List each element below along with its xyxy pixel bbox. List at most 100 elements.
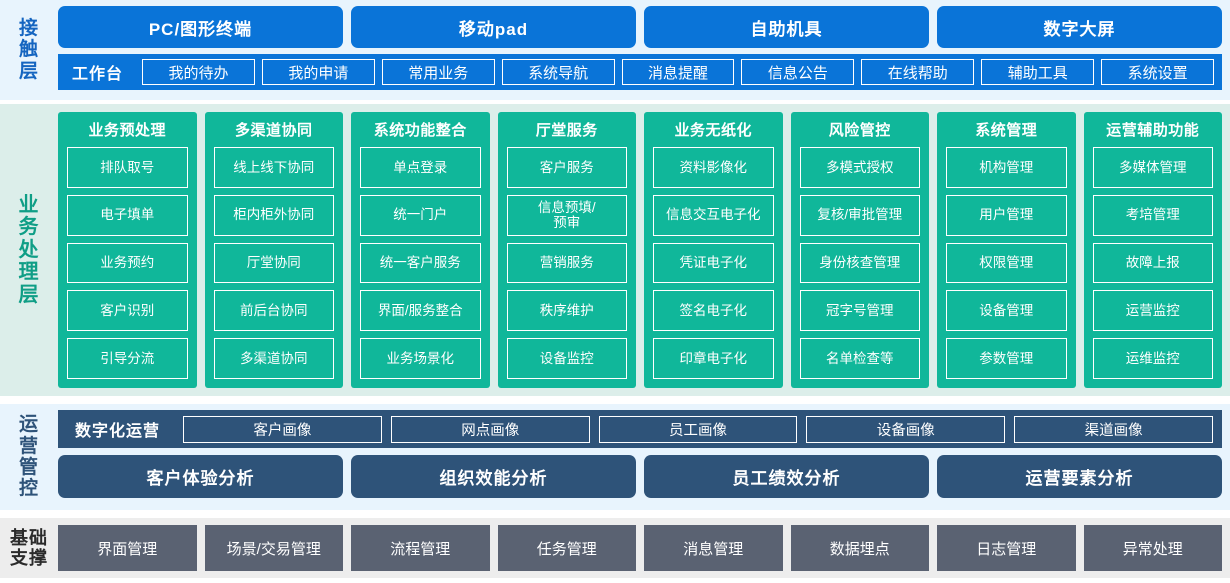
- business-item-identity-verification[interactable]: 身份核查管理: [799, 242, 920, 284]
- operations-layer-body: 数字化运营 客户画像 网点画像 员工画像 设备画像 渠道画像 客户体验分析 组织…: [58, 410, 1222, 504]
- analysis-customer-experience[interactable]: 客户体验分析: [58, 455, 343, 498]
- business-item-guide-diversion[interactable]: 引导分流: [67, 338, 188, 379]
- portrait-channel[interactable]: 渠道画像: [1014, 415, 1213, 443]
- analysis-organizational-efficiency[interactable]: 组织效能分析: [351, 455, 636, 498]
- workbench-item-auxiliary-tools[interactable]: 辅助工具: [981, 59, 1095, 85]
- foundation-item-scenario-transaction-management[interactable]: 场景/交易管理: [204, 525, 343, 571]
- workbench-item-system-navigation[interactable]: 系统导航: [501, 59, 615, 85]
- business-column-system-integration: 系统功能整合 单点登录 统一门户 统一客户服务 界面/服务整合 业务场景化: [351, 112, 490, 388]
- business-column-title: 业务无纸化: [674, 122, 752, 139]
- portrait-customer[interactable]: 客户画像: [183, 415, 382, 443]
- business-item-permission-management[interactable]: 权限管理: [946, 242, 1067, 284]
- business-item-online-offline-sync[interactable]: 线上线下协同: [213, 147, 334, 188]
- business-column-title: 多渠道协同: [234, 122, 313, 139]
- business-item-business-scenario[interactable]: 业务场景化: [360, 338, 481, 379]
- business-column-title: 系统管理: [975, 122, 1038, 139]
- business-item-e-form[interactable]: 电子填单: [67, 194, 188, 236]
- business-item-unified-customer-service[interactable]: 统一客户服务: [360, 242, 481, 284]
- business-item-appointment[interactable]: 业务预约: [67, 242, 188, 284]
- business-item-operation-monitoring[interactable]: 运营监控: [1092, 290, 1213, 332]
- operations-layer-label: 运营管控: [0, 410, 58, 504]
- business-item-lobby-sync[interactable]: 厅堂协同: [213, 242, 334, 284]
- business-item-list: 单点登录 统一门户 统一客户服务 界面/服务整合 业务场景化: [360, 147, 481, 379]
- business-column-risk-control: 风险管控 多模式授权 复核/审批管理 身份核查管理 冠字号管理 名单检查等: [790, 112, 929, 388]
- contact-layer-body: PC/图形终端 移动pad 自助机具 数字大屏 工作台 我的待办 我的申请 常用…: [58, 6, 1222, 94]
- operations-layer-band: 运营管控 数字化运营 客户画像 网点画像 员工画像 设备画像 渠道画像 客户体验…: [0, 404, 1230, 510]
- workbench-item-message-reminder[interactable]: 消息提醒: [621, 59, 735, 85]
- business-item-device-management[interactable]: 设备管理: [946, 290, 1067, 332]
- business-item-info-exchange-electronic[interactable]: 信息交互电子化: [653, 194, 774, 236]
- workbench-item-online-help[interactable]: 在线帮助: [861, 59, 975, 85]
- foundation-item-message-management[interactable]: 消息管理: [644, 525, 783, 571]
- business-item-parameter-management[interactable]: 参数管理: [946, 338, 1067, 379]
- business-item-list: 资料影像化 信息交互电子化 凭证电子化 签名电子化 印章电子化: [653, 147, 774, 379]
- business-item-single-sign-on[interactable]: 单点登录: [360, 147, 481, 188]
- business-item-list: 机构管理 用户管理 权限管理 设备管理 参数管理: [946, 147, 1067, 379]
- business-item-order-maintenance[interactable]: 秩序维护: [506, 290, 627, 332]
- business-column-title: 风险管控: [828, 122, 891, 139]
- business-item-document-imaging[interactable]: 资料影像化: [653, 147, 774, 188]
- analysis-operational-factors[interactable]: 运营要素分析: [937, 455, 1222, 498]
- business-item-counter-sync[interactable]: 柜内柜外协同: [213, 194, 334, 236]
- business-item-ui-service-integration[interactable]: 界面/服务整合: [360, 290, 481, 332]
- business-column-system-management: 系统管理 机构管理 用户管理 权限管理 设备管理 参数管理: [937, 112, 1076, 388]
- foundation-item-exception-handling[interactable]: 异常处理: [1083, 525, 1222, 571]
- analysis-employee-performance[interactable]: 员工绩效分析: [644, 455, 929, 498]
- terminal-chip-mobile-pad[interactable]: 移动pad: [351, 6, 636, 48]
- terminal-chip-pc[interactable]: PC/图形终端: [58, 6, 343, 48]
- foundation-item-process-management[interactable]: 流程管理: [351, 525, 490, 571]
- business-item-list: 线上线下协同 柜内柜外协同 厅堂协同 前后台协同 多渠道协同: [213, 147, 334, 379]
- business-item-list: 客户服务 信息预填/ 预审 营销服务 秩序维护 设备监控: [506, 147, 627, 379]
- foundation-item-data-tracking[interactable]: 数据埋点: [790, 525, 929, 571]
- business-item-review-approval[interactable]: 复核/审批管理: [799, 194, 920, 236]
- business-column-title: 厅堂服务: [535, 122, 598, 139]
- foundation-layer-label-text: 基础支撑: [9, 527, 48, 568]
- business-item-signature-electronic[interactable]: 签名电子化: [653, 290, 774, 332]
- business-item-serial-number-management[interactable]: 冠字号管理: [799, 290, 920, 332]
- business-item-marketing-service[interactable]: 营销服务: [506, 242, 627, 284]
- business-item-maintenance-monitoring[interactable]: 运维监控: [1092, 338, 1213, 379]
- business-layer-label: 业务处理层: [0, 112, 58, 388]
- portrait-device[interactable]: 设备画像: [806, 415, 1006, 443]
- business-layer-label-text: 业务处理层: [18, 194, 40, 306]
- business-item-info-prefill-prereview[interactable]: 信息预填/ 预审: [506, 194, 627, 236]
- portrait-employee[interactable]: 员工画像: [598, 415, 798, 443]
- workbench-item-announcement[interactable]: 信息公告: [741, 59, 855, 85]
- workbench-item-system-settings[interactable]: 系统设置: [1101, 59, 1215, 85]
- business-item-queue-number[interactable]: 排队取号: [67, 147, 188, 188]
- business-item-list-check[interactable]: 名单检查等: [799, 338, 920, 379]
- contact-layer-label-text: 接触层: [18, 18, 39, 82]
- business-item-customer-identify[interactable]: 客户识别: [67, 290, 188, 332]
- foundation-item-ui-management[interactable]: 界面管理: [58, 525, 197, 571]
- business-column-paperless: 业务无纸化 资料影像化 信息交互电子化 凭证电子化 签名电子化 印章电子化: [644, 112, 783, 388]
- business-item-organization-management[interactable]: 机构管理: [946, 147, 1067, 188]
- portrait-branch[interactable]: 网点画像: [390, 415, 590, 443]
- workbench-item-my-todo[interactable]: 我的待办: [142, 59, 255, 85]
- business-item-list: 多媒体管理 考培管理 故障上报 运营监控 运维监控: [1092, 147, 1213, 379]
- foundation-item-task-management[interactable]: 任务管理: [497, 525, 636, 571]
- business-item-multimedia-management[interactable]: 多媒体管理: [1092, 147, 1213, 188]
- business-column-operation-support: 运营辅助功能 多媒体管理 考培管理 故障上报 运营监控 运维监控: [1083, 112, 1222, 388]
- contact-layer-band: 接触层 PC/图形终端 移动pad 自助机具 数字大屏 工作台 我的待办 我的申…: [0, 0, 1230, 100]
- workbench-item-common-business[interactable]: 常用业务: [381, 59, 495, 85]
- business-layer-body: 业务预处理 排队取号 电子填单 业务预约 客户识别 引导分流 多渠道协同 线上线…: [58, 112, 1222, 388]
- workbench-item-my-application[interactable]: 我的申请: [261, 59, 375, 85]
- business-item-unified-portal[interactable]: 统一门户: [360, 194, 481, 236]
- business-item-seal-electronic[interactable]: 印章电子化: [653, 338, 774, 379]
- business-column-multichannel: 多渠道协同 线上线下协同 柜内柜外协同 厅堂协同 前后台协同 多渠道协同: [204, 112, 343, 388]
- terminal-chip-self-service[interactable]: 自助机具: [644, 6, 929, 48]
- foundation-item-log-management[interactable]: 日志管理: [937, 525, 1076, 571]
- business-item-multichannel-sync[interactable]: 多渠道协同: [213, 338, 334, 379]
- terminal-chip-digital-screen[interactable]: 数字大屏: [937, 6, 1222, 48]
- business-item-device-monitoring[interactable]: 设备监控: [506, 338, 627, 379]
- business-item-customer-service[interactable]: 客户服务: [506, 147, 627, 188]
- business-item-user-management[interactable]: 用户管理: [946, 194, 1067, 236]
- business-column-title: 运营辅助功能: [1106, 122, 1200, 139]
- business-item-training-management[interactable]: 考培管理: [1092, 194, 1213, 236]
- business-item-front-back-sync[interactable]: 前后台协同: [213, 290, 334, 332]
- business-item-voucher-electronic[interactable]: 凭证电子化: [653, 242, 774, 284]
- business-item-fault-reporting[interactable]: 故障上报: [1092, 242, 1213, 284]
- foundation-layer-band: 基础支撑 界面管理 场景/交易管理 流程管理 任务管理 消息管理 数据埋点 日志…: [0, 518, 1230, 578]
- business-item-multimode-authorization[interactable]: 多模式授权: [799, 147, 920, 188]
